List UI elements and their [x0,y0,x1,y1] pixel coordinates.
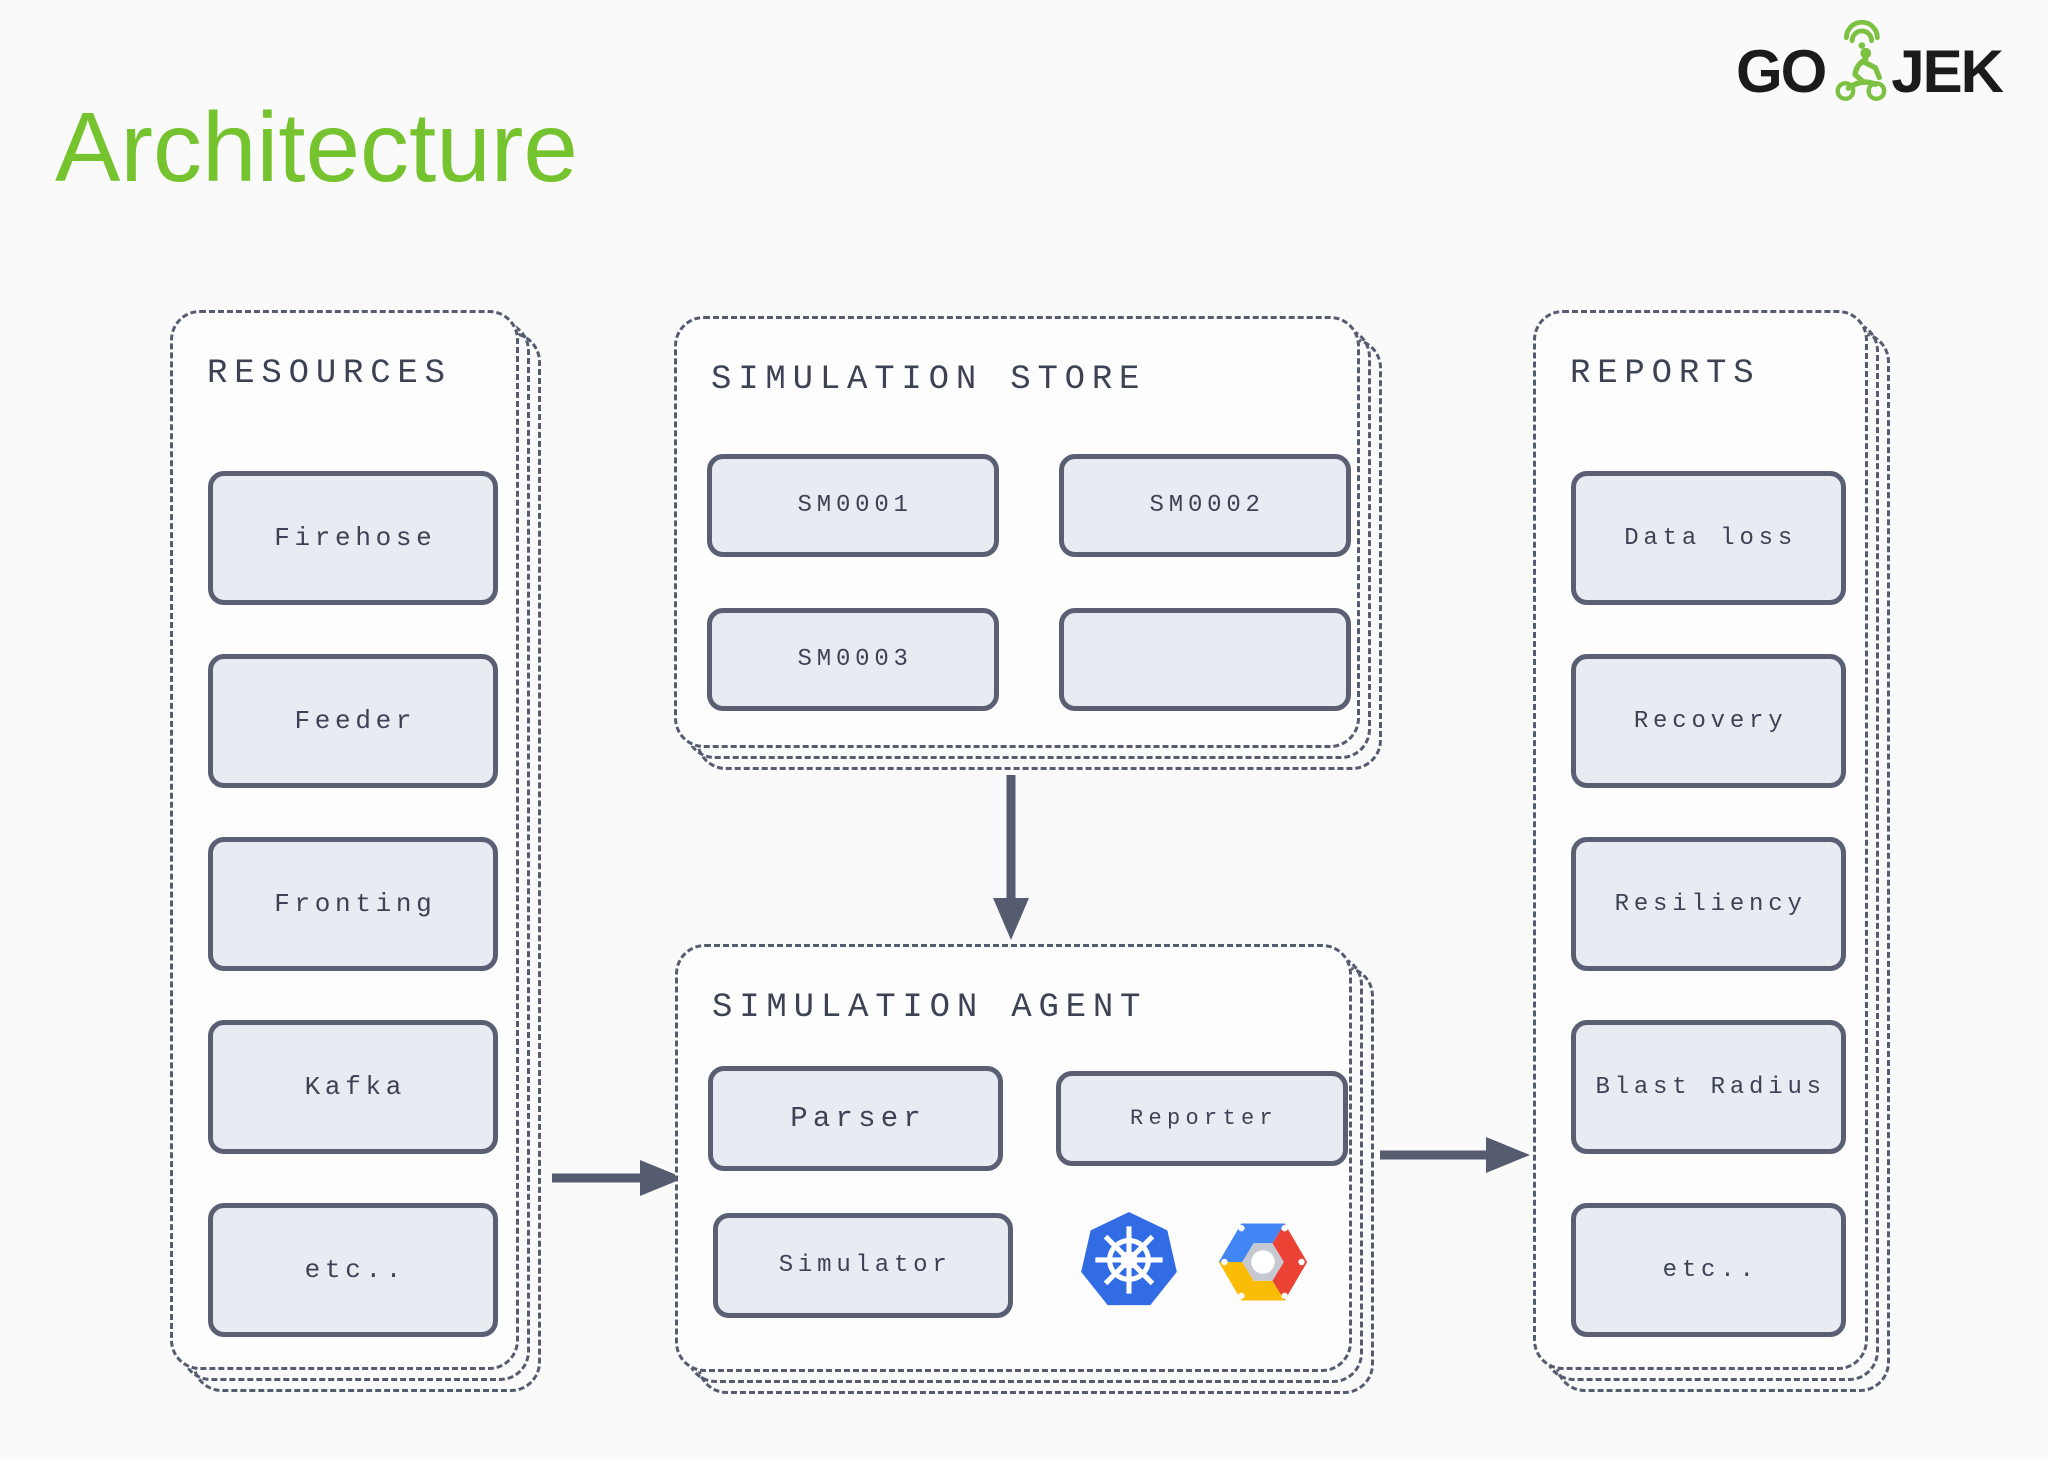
report-node-resiliency: Resiliency [1571,837,1846,971]
gojek-logo: GO JEK [1735,14,2004,106]
logo-text-go: GO [1735,38,1827,105]
agent-node-parser: Parser [708,1066,1003,1171]
store-node-sm0003: SM0003 [707,608,999,711]
resources-panel: RESOURCES Firehose Feeder Fronting Kafka… [170,310,541,1392]
resource-node-feeder: Feeder [208,654,498,788]
resource-node-kafka: Kafka [208,1020,498,1154]
simulation-store-panel: SIMULATION STORE SM0001 SM0002 SM0003 [674,316,1382,770]
report-node-blast-radius: Blast Radius [1571,1020,1846,1154]
report-node-recovery: Recovery [1571,654,1846,788]
resource-node-fronting: Fronting [208,837,498,971]
store-node-empty [1059,608,1351,711]
resource-node-etc: etc.. [208,1203,498,1337]
store-node-sm0001: SM0001 [707,454,999,557]
arrow-store-to-agent [993,775,1029,940]
agent-node-reporter: Reporter [1056,1071,1348,1166]
google-cloud-icon [1218,1223,1308,1301]
report-node-etc: etc.. [1571,1203,1846,1337]
simulation-agent-title: SIMULATION AGENT [712,989,1148,1027]
kubernetes-icon [1081,1212,1177,1306]
reports-panel: REPORTS Data loss Recovery Resiliency Bl… [1533,310,1890,1392]
page-title: Architecture [55,92,578,202]
report-node-data-loss: Data loss [1571,471,1846,605]
reports-title: REPORTS [1570,355,1761,393]
store-node-sm0002: SM0002 [1059,454,1351,557]
arrow-resources-to-agent [552,1160,684,1196]
agent-node-simulator: Simulator [713,1213,1013,1318]
logo-text-jek: JEK [1891,38,2004,105]
gojek-scooter-icon [1835,19,1887,101]
simulation-agent-panel: SIMULATION AGENT Parser Reporter Simulat… [675,944,1374,1394]
resource-node-firehose: Firehose [208,471,498,605]
resources-title: RESOURCES [207,355,452,393]
arrow-agent-to-reports [1380,1137,1530,1173]
simulation-store-title: SIMULATION STORE [711,361,1147,399]
